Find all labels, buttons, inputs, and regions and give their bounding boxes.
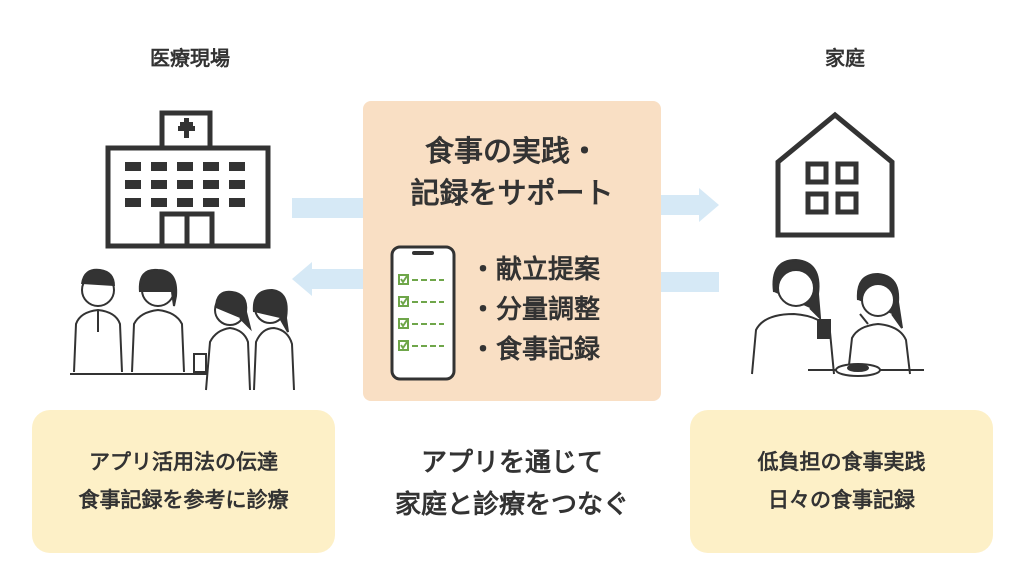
feature-item-record: ・食事記録 [470, 335, 601, 365]
connection-caption-line1: アプリを通じて [420, 448, 603, 478]
home-description-line2: 日々の食事記録 [768, 488, 915, 512]
medical-description-line2: 食事記録を参考に診療 [78, 488, 289, 512]
connection-caption-line2: 家庭と診療をつなぐ [394, 490, 629, 520]
center-title-line2: 記録をサポート [410, 176, 614, 210]
smartphone-icon [390, 245, 456, 381]
family-illustration [751, 258, 924, 377]
center-title: 食事の実践・ 記録をサポート [363, 130, 661, 214]
label-home: 家庭 [825, 46, 865, 70]
center-title-line1: 食事の実践・ [424, 134, 599, 168]
feature-item-portion: ・分量調整 [470, 295, 601, 325]
medical-description-line1: アプリ活用法の伝達 [89, 450, 278, 474]
arrow-medical-to-center [292, 198, 364, 218]
feature-item-menu: ・献立提案 [470, 255, 601, 285]
label-medical: 医療現場 [150, 46, 230, 70]
connection-caption: アプリを通じて 家庭と診療をつなぐ [355, 442, 669, 526]
home-description: 低負担の食事実践 日々の食事記録 [690, 443, 993, 519]
hospital-icon [105, 110, 271, 249]
feature-list: ・献立提案 ・分量調整 ・食事記録 [470, 250, 600, 370]
arrow-center-to-home [661, 188, 719, 222]
home-description-line1: 低負担の食事実践 [757, 450, 926, 474]
medical-staff-illustration [70, 268, 295, 391]
house-icon [775, 111, 895, 238]
medical-description: アプリ活用法の伝達 食事記録を参考に診療 [32, 443, 335, 519]
medical-description-box [32, 410, 335, 553]
arrow-home-to-center [661, 272, 719, 292]
home-description-box [690, 410, 993, 553]
arrow-center-to-medical [292, 262, 364, 296]
